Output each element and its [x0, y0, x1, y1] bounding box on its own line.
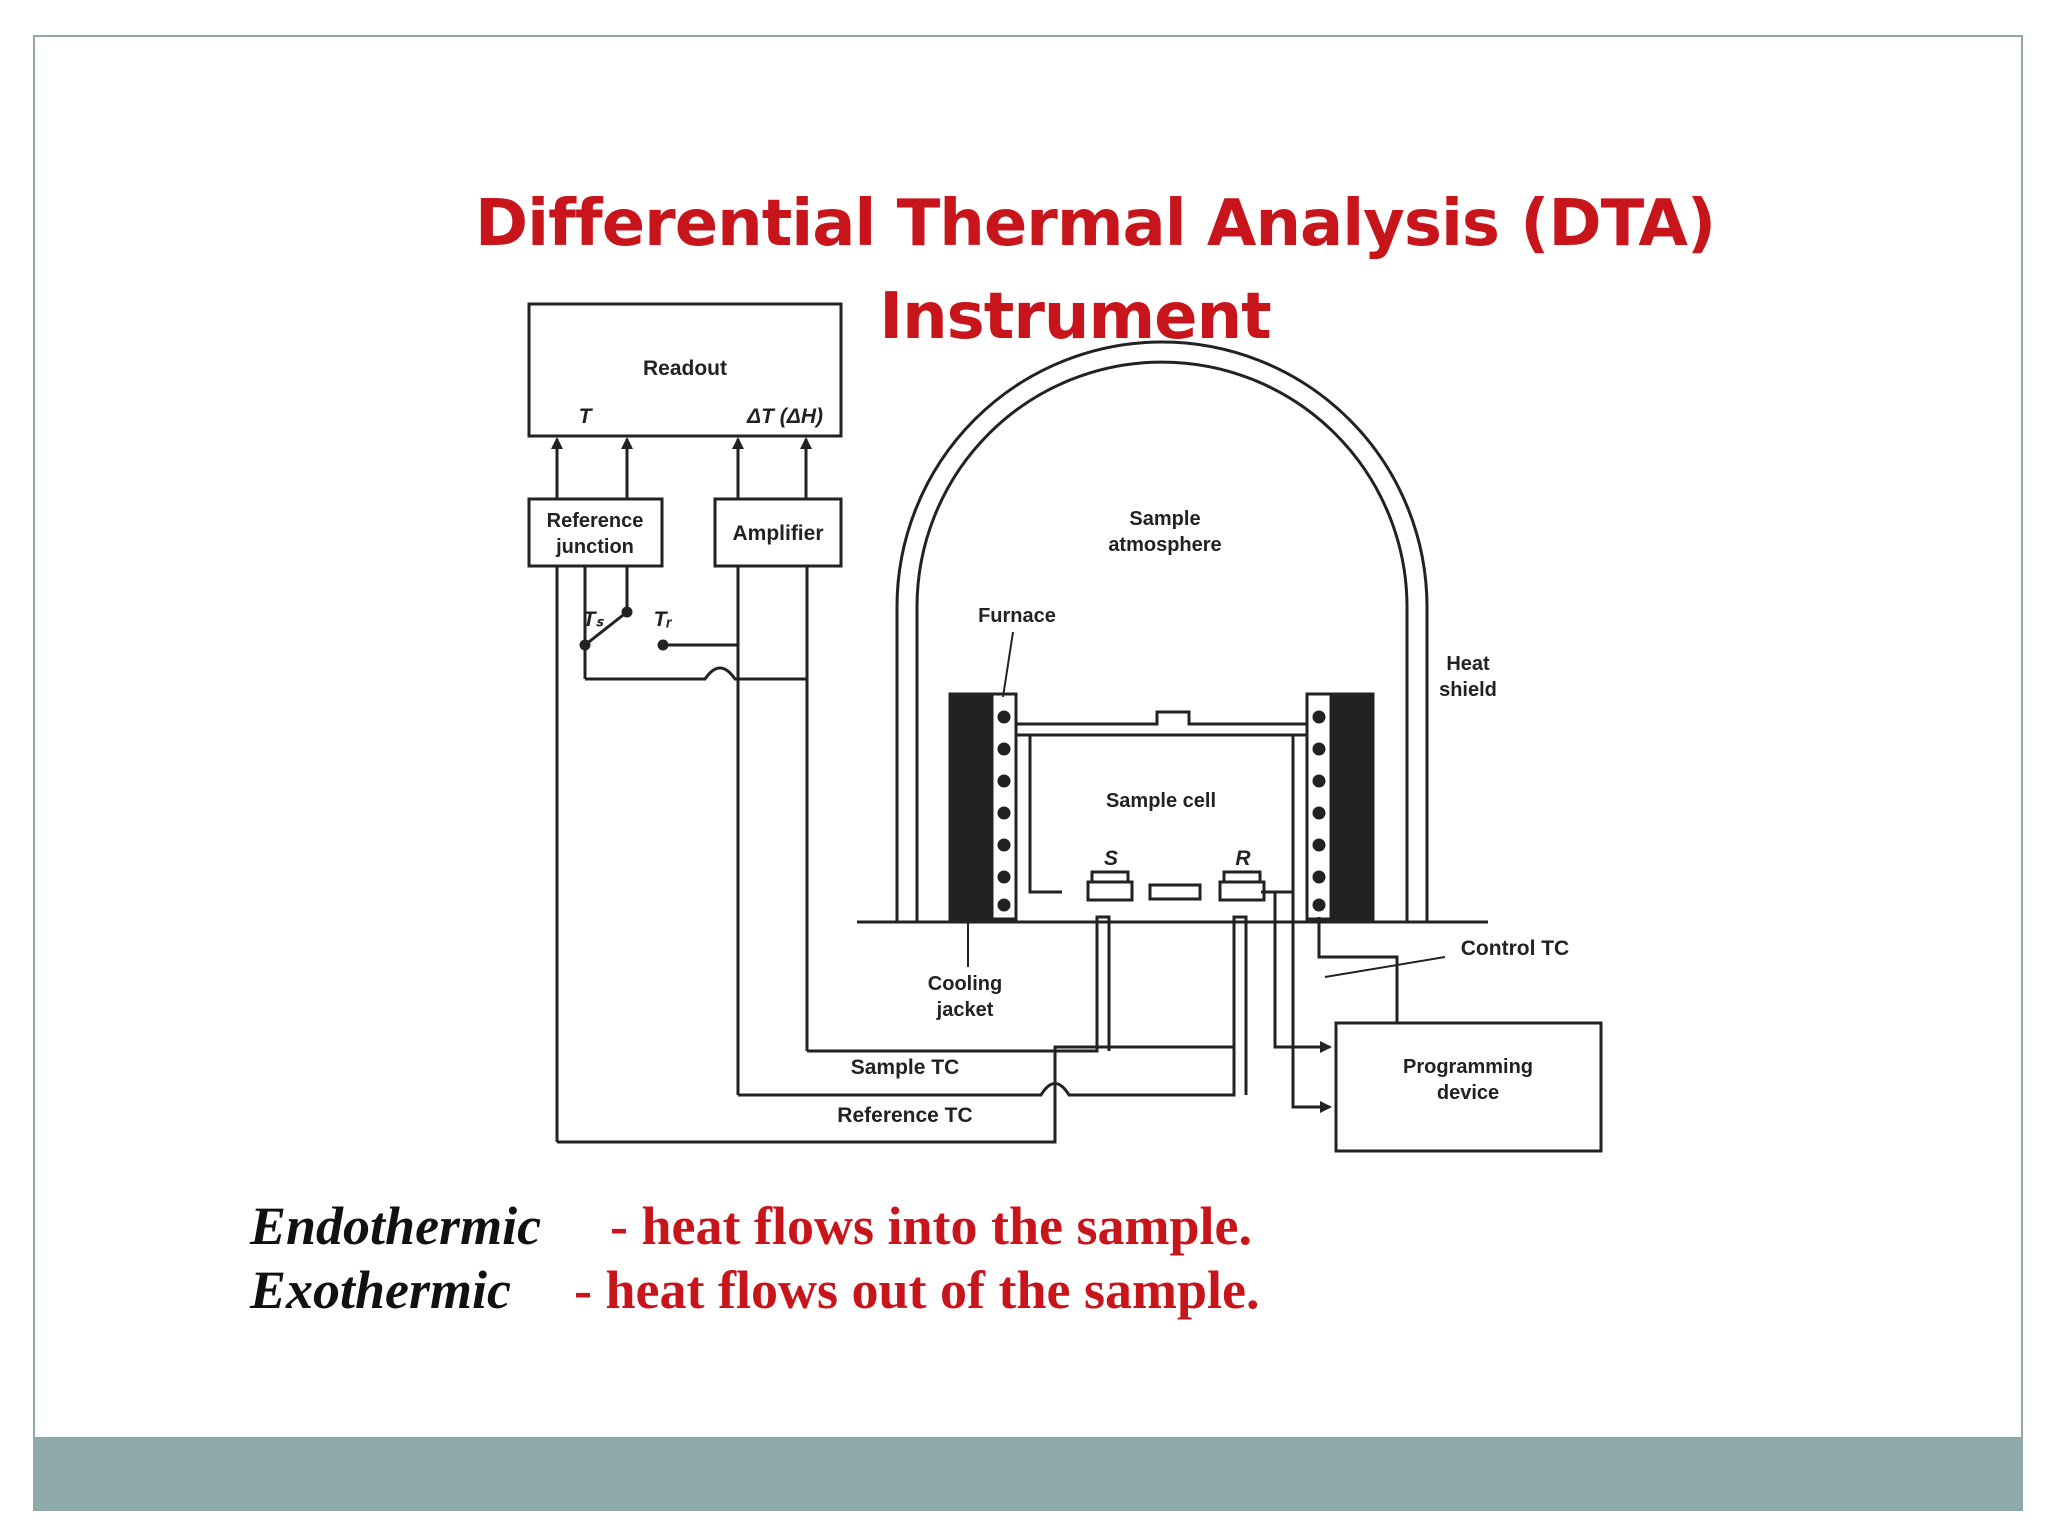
furnace-pointer [1002, 631, 1014, 698]
slide-title-line2: Instrument [879, 280, 1271, 354]
control-tc-label: Control TC [1461, 937, 1569, 960]
sample-atmosphere-label-line2: atmosphere [1108, 534, 1221, 556]
readout-label: Readout [643, 357, 727, 380]
cooling-jacket-label-line1: Cooling [928, 973, 1002, 995]
readout-t-label: T [579, 405, 594, 428]
slide-frame: Differential Thermal Analysis (DTA) Inst… [33, 35, 2023, 1511]
reference-junction-box [527, 497, 664, 568]
slide-title-line1: Differential Thermal Analysis (DTA) [475, 187, 1716, 261]
furnace-left [948, 692, 1018, 921]
exothermic-description: Exothermic - heat flows out of the sample… [250, 1259, 1259, 1321]
sample-tc-label: Sample TC [851, 1056, 960, 1079]
cooling-jacket-label-line2: jacket [936, 999, 994, 1021]
amplifier-box [713, 497, 843, 568]
heat-shield-label-line1: Heat [1446, 653, 1490, 675]
heat-shield-label-line2: shield [1439, 679, 1497, 701]
footer-bar [35, 1437, 2021, 1509]
reference-junction-label-line2: junction [555, 536, 634, 558]
ts-tr-switch [579, 566, 807, 681]
control-tc-wiring [1273, 892, 1446, 1113]
sample-cell-label: Sample cell [1106, 790, 1216, 812]
reference-r-label: R [1235, 847, 1251, 870]
tr-label: Tᵣ [654, 608, 673, 631]
sample-cell [1016, 710, 1307, 902]
exothermic-term: Exothermic [250, 1260, 512, 1320]
programming-device-label-line2: device [1437, 1082, 1499, 1104]
readout-input-arrows [551, 437, 812, 498]
sample-s-label: S [1104, 847, 1118, 870]
amplifier-label: Amplifier [732, 522, 823, 545]
ts-label: Tₛ [583, 608, 605, 631]
endothermic-description: Endothermic - heat flows into the sample. [250, 1195, 1252, 1257]
exothermic-definition: - heat flows out of the sample. [574, 1260, 1260, 1320]
readout-box [527, 302, 843, 438]
readout-delta-t-label: ΔT (ΔH) [746, 405, 823, 428]
sample-atmosphere-label-line1: Sample [1129, 508, 1200, 530]
heat-shield-dome [857, 340, 1488, 924]
furnace-right [1305, 692, 1375, 921]
reference-junction-label-line1: Reference [547, 510, 644, 532]
thermocouple-wires [555, 566, 1248, 1144]
reference-tc-label: Reference TC [837, 1104, 972, 1127]
programming-device-box [1334, 1021, 1603, 1153]
programming-device-label-line1: Programming [1403, 1056, 1533, 1078]
furnace-label: Furnace [978, 605, 1056, 627]
endothermic-term: Endothermic [250, 1196, 542, 1256]
endothermic-definition: - heat flows into the sample. [610, 1196, 1252, 1256]
dta-instrument-diagram: Readout T ΔT (ΔH) Reference junction Amp… [527, 302, 1603, 1153]
